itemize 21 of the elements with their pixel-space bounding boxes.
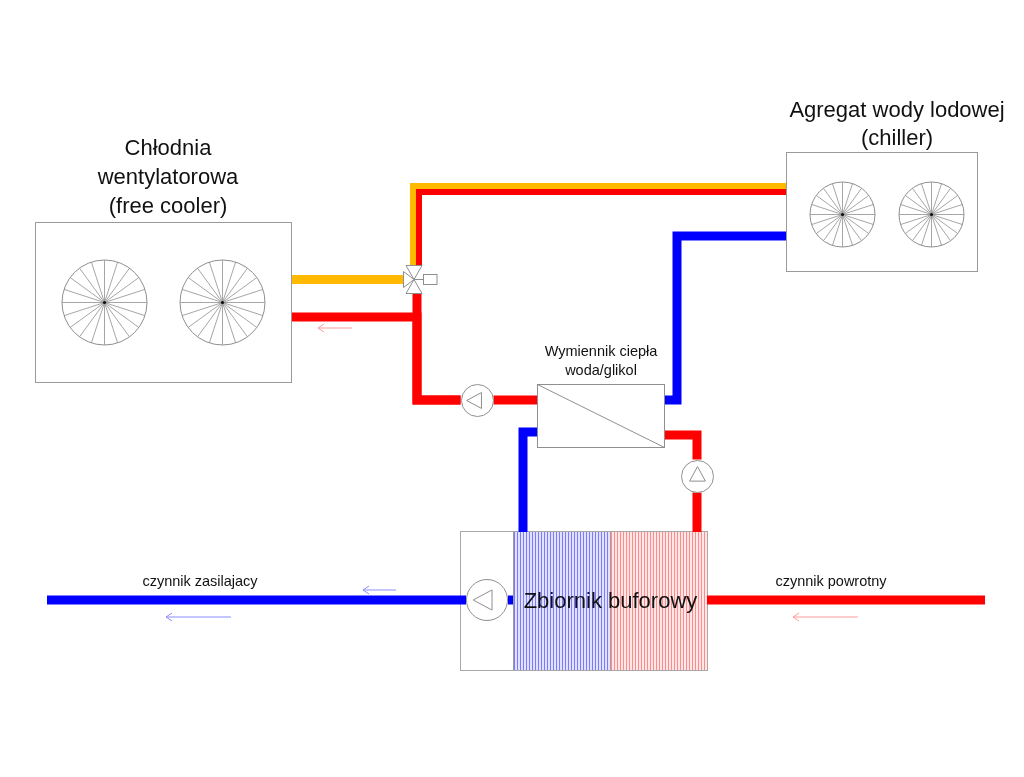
pipe (518, 427, 537, 532)
edge-label: czynnik zasilajacy (142, 572, 258, 590)
tank-label: Zbiornik buforowy (523, 588, 698, 614)
buffer-tank (513, 532, 707, 670)
pump-symbol (466, 579, 508, 621)
pipe (493, 395, 537, 405)
pipe (292, 275, 403, 284)
pipe (508, 595, 513, 605)
pipe (665, 231, 786, 405)
pipe (707, 595, 985, 605)
pump-symbol (460, 383, 494, 417)
unit-title: Wymiennik ciepła woda/glikol (543, 342, 659, 380)
pipe (412, 294, 461, 405)
pipe (692, 492, 702, 532)
unit-title: Chłodnia wentylatorowa (free cooler) (96, 134, 240, 220)
edge-label: czynnik powrotny (775, 572, 887, 590)
three-way-valve-symbol (403, 265, 438, 294)
tank-housing (460, 531, 708, 671)
pump-symbol (680, 459, 714, 493)
unit-title: Agregat wody lodowej (chiller) (788, 96, 1006, 152)
pipe (47, 595, 466, 605)
